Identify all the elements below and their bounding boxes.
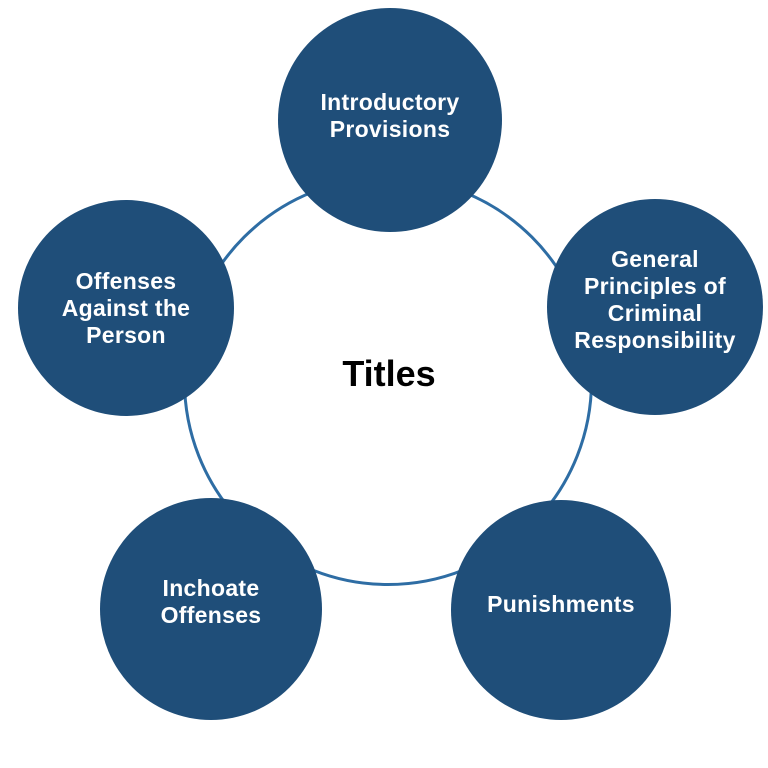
node-introductory-provisions-label: Introductory Provisions [320, 89, 460, 142]
node-offenses-against-person-label: Offenses Against the Person [61, 267, 191, 348]
node-inchoate-offenses-label: Inchoate Offenses [160, 575, 262, 628]
node-general-principles: General Principles of Criminal Responsib… [547, 199, 763, 415]
node-punishments-label: Punishments [487, 590, 635, 617]
node-general-principles-label: General Principles of Criminal Responsib… [574, 246, 736, 353]
center-title: Titles [342, 353, 436, 394]
node-punishments: Punishments [451, 500, 671, 720]
node-inchoate-offenses: Inchoate Offenses [100, 498, 322, 720]
node-introductory-provisions: Introductory Provisions [278, 8, 502, 232]
node-offenses-against-person: Offenses Against the Person [18, 200, 234, 416]
